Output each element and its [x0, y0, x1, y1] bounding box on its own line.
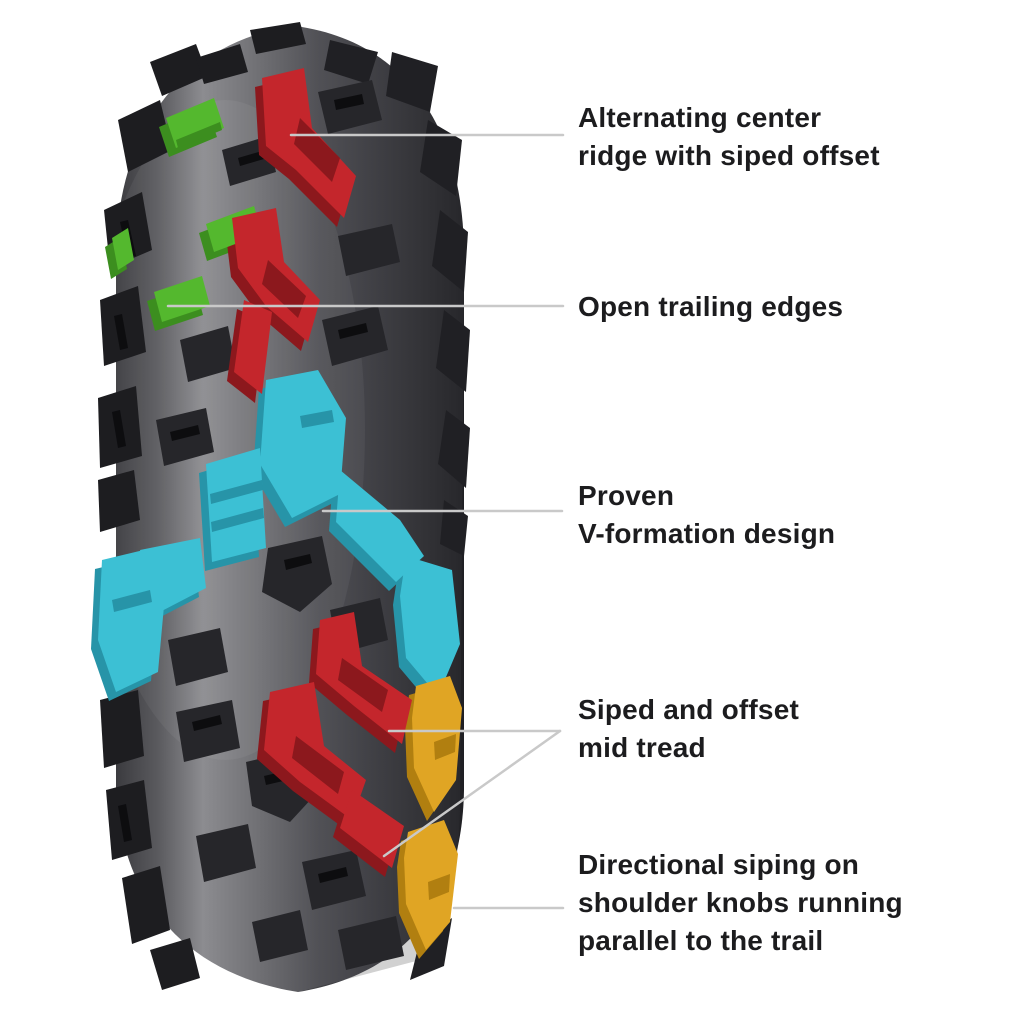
callout-lines — [166, 133, 565, 910]
annotation-v-formation: Proven V-formation design — [578, 477, 835, 553]
annotation-shoulder-siping: Directional siping on shoulder knobs run… — [578, 846, 903, 960]
annotation-text-line: parallel to the trail — [578, 925, 824, 956]
sipe-slits — [112, 94, 368, 883]
annotation-text-line: shoulder knobs running — [578, 887, 903, 918]
annotation-text-line: Proven — [578, 480, 675, 511]
annotation-trailing-edges: Open trailing edges — [578, 288, 843, 326]
annotation-mid-tread: Siped and offset mid tread — [578, 691, 799, 767]
highlight-facets — [112, 118, 456, 900]
annotation-text-line: Alternating center — [578, 102, 822, 133]
annotation-text-line: Directional siping on — [578, 849, 860, 880]
annotation-text-line: ridge with siped offset — [578, 140, 880, 171]
right-shoulder-knobs — [324, 40, 470, 980]
annotation-center-ridge: Alternating center ridge with siped offs… — [578, 99, 880, 175]
annotation-text-line: V-formation design — [578, 518, 836, 549]
left-shoulder-knobs — [98, 22, 306, 990]
annotation-text-line: mid tread — [578, 732, 706, 763]
annotation-text-line: Siped and offset — [578, 694, 799, 725]
callout-line-mid-tread-lower — [382, 729, 562, 858]
annotation-text-line: Open trailing edges — [578, 291, 844, 322]
